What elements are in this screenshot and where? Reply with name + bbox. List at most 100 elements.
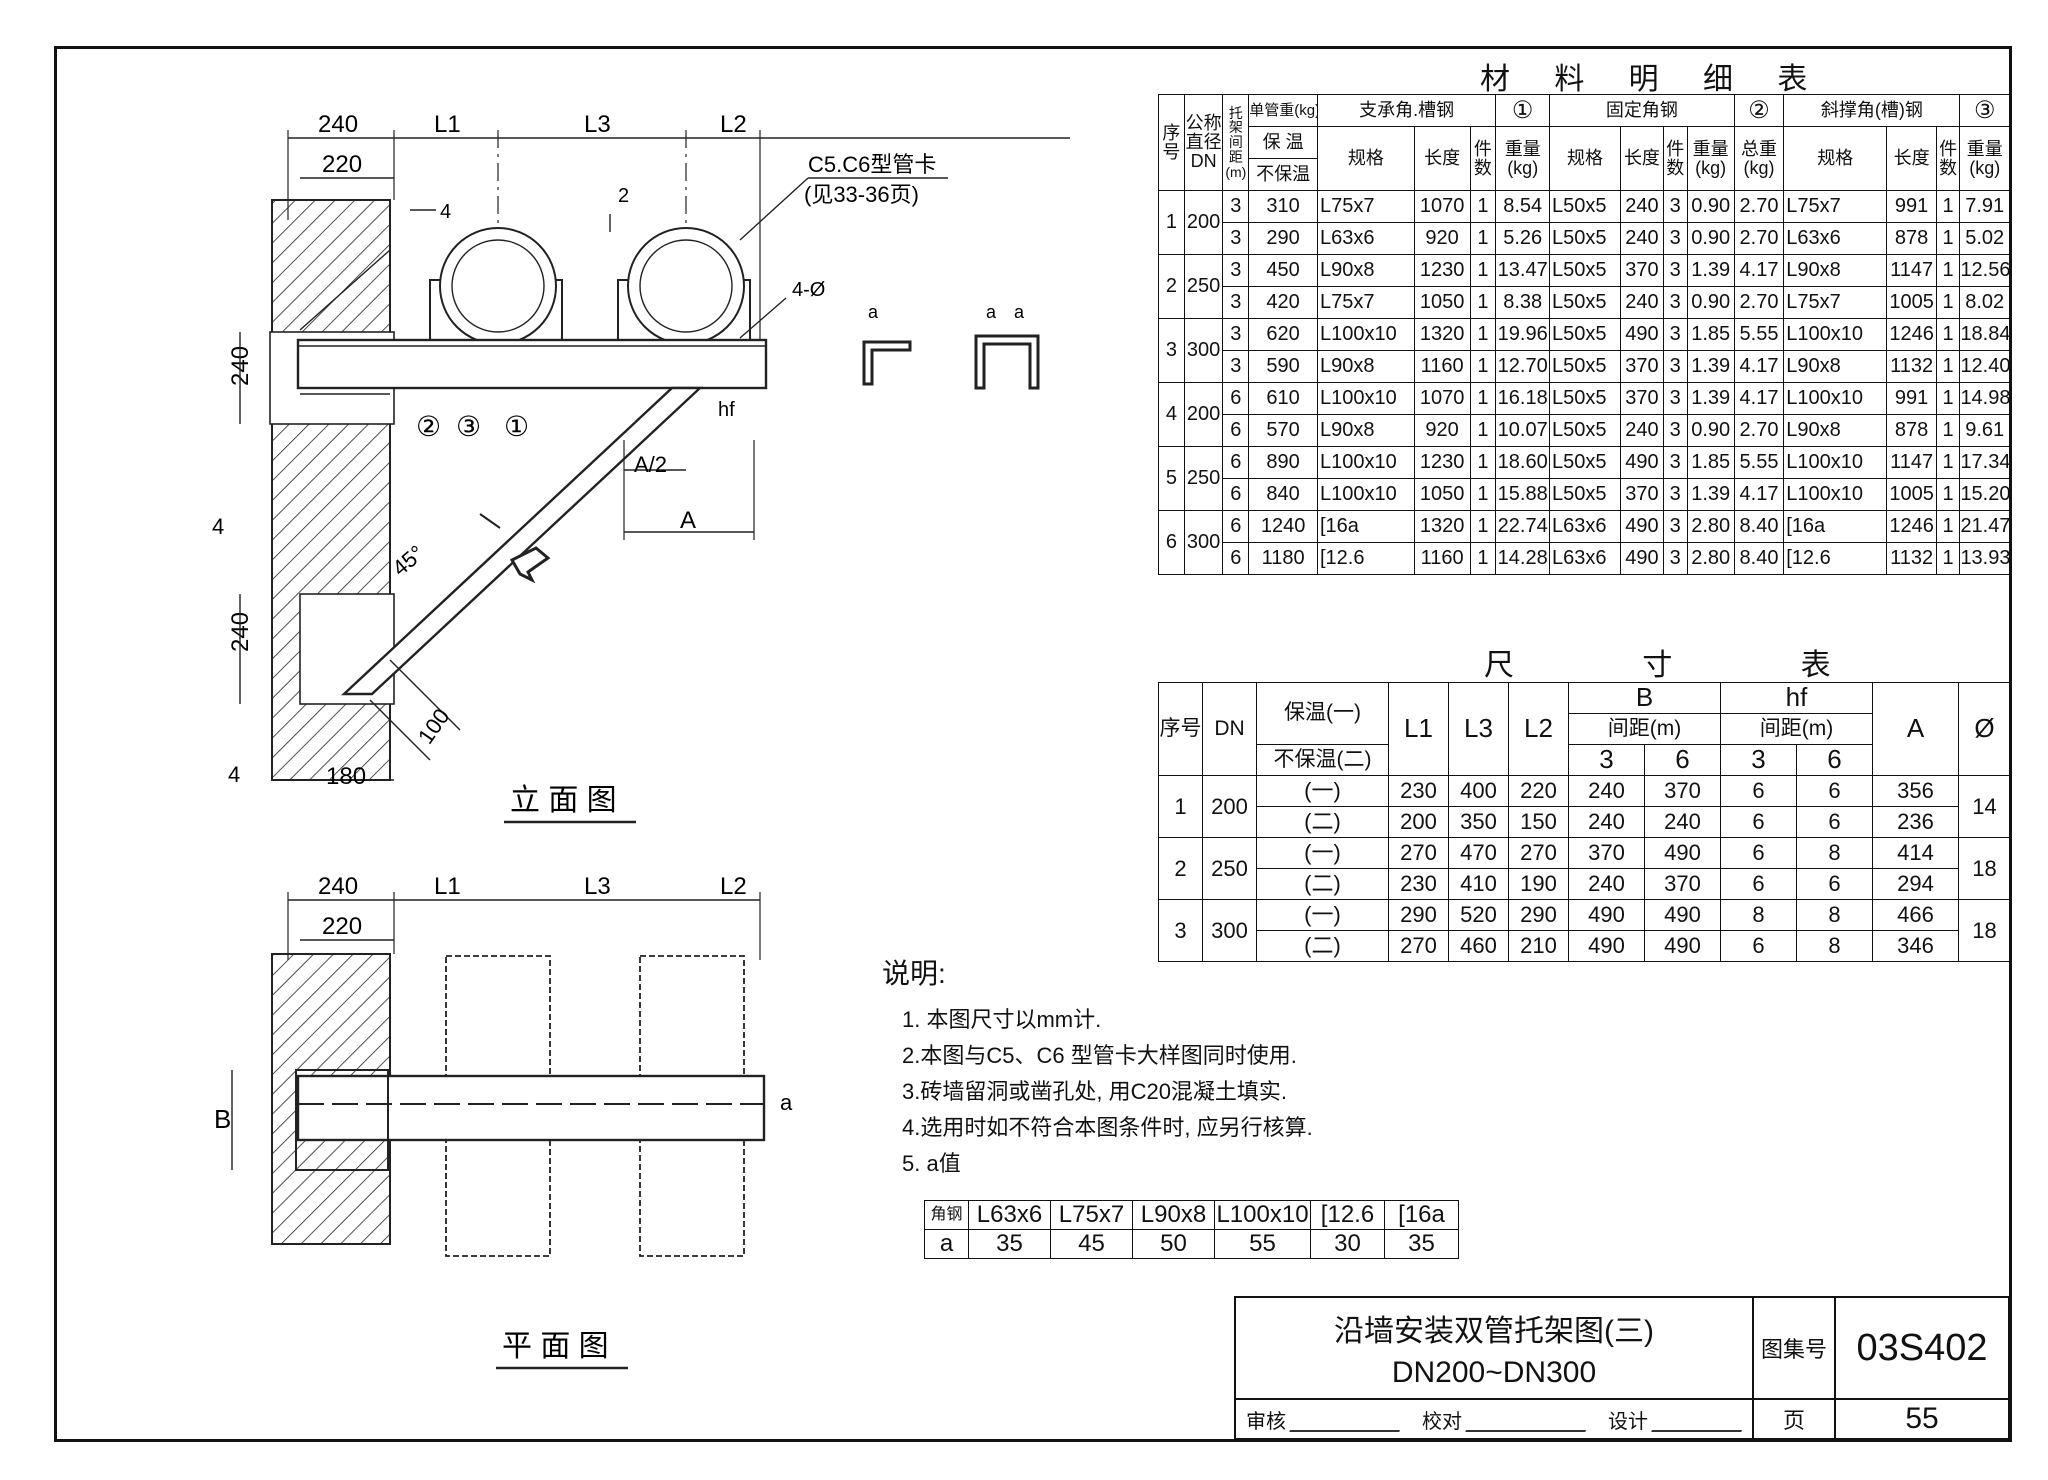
dim-head-hf: hf [1720,682,1873,714]
material-cell: 1 [1935,222,1961,255]
material-cell: 200 [1183,382,1224,447]
a-spec-2: L75x7 [1050,1200,1133,1230]
dimension-cell: 490 [1644,930,1721,962]
channel-profile-icon [974,334,1040,390]
dimension-cell: 2 [1158,837,1203,900]
mat-head-insulated: 保 温 [1248,126,1318,159]
material-cell: 3 [1662,478,1688,511]
elev-dim-240-top: 240 [318,111,358,138]
signature-row: 审核 校对 设计 [1234,1398,1754,1440]
material-cell: 1 [1469,446,1497,479]
dim-head-b-6: 6 [1644,744,1721,776]
material-cell: L90x8 [1316,414,1415,447]
plan-view: 240 220 L1 L3 L2 B a 平 面 图 [214,873,793,1370]
material-cell: 0.90 [1686,286,1735,319]
dimension-cell: 410 [1448,868,1509,900]
a-spec-6: [16a [1384,1200,1459,1230]
material-cell: 300 [1183,510,1224,575]
material-cell: 1 [1935,286,1961,319]
material-cell: 4.17 [1733,254,1785,287]
material-cell: 570 [1248,414,1318,447]
page-number: 55 [1834,1398,2010,1440]
material-cell: L50x5 [1549,222,1621,255]
material-cell: 3 [1222,318,1250,351]
material-cell: L90x8 [1316,350,1415,383]
material-cell: 13.47 [1495,254,1551,287]
mat-head-group2: 固定角钢 [1549,94,1735,127]
material-cell: 8.38 [1495,286,1551,319]
material-cell: 4.17 [1733,350,1785,383]
dimension-cell: 490 [1568,899,1645,931]
material-cell: 6 [1222,414,1250,447]
material-cell: 490 [1619,542,1664,575]
mat-head-group3: 斜撑角(槽)钢 [1783,94,1961,127]
mat-head-group3-no: ③ [1959,94,2010,127]
dim-head-l3: L3 [1448,682,1509,776]
a-row-label: a [924,1229,969,1259]
drawing-subtitle: DN200~DN300 [1391,1356,1597,1389]
material-cell: 1.39 [1686,350,1735,383]
material-cell: L50x5 [1549,382,1621,415]
dim-a-half: A/2 [634,452,667,477]
material-cell: L63x6 [1783,222,1888,255]
dimension-cell: 250 [1202,837,1257,900]
review-label: 审核 [1246,1410,1286,1433]
dimension-cell: 6 [1720,806,1797,838]
a-spec-5: [12.6 [1310,1200,1385,1230]
material-cell: 3 [1662,414,1688,447]
material-cell: 5.55 [1733,318,1785,351]
material-cell: 1 [1158,190,1185,255]
channel-section-icon [509,546,551,584]
plan-beam [296,1074,766,1142]
mat-head-spec-2: 规格 [1549,126,1621,191]
a-value-4: 55 [1214,1229,1311,1259]
material-cell: 3 [1222,254,1250,287]
material-cell: 840 [1248,478,1318,511]
weld-4-a: 4 [212,514,224,539]
plan-caption: 平 面 图 [502,1330,609,1363]
material-cell: 1 [1935,542,1961,575]
dimension-cell: 490 [1644,837,1721,869]
material-cell: [12.6 [1316,542,1415,575]
dimension-cell: 6 [1720,868,1797,900]
drawing-title: 沿墙安装双管托架图(三) [1334,1315,1654,1348]
material-cell: L90x8 [1783,414,1888,447]
mat-head-length-3: 长度 [1886,126,1937,191]
a-value-6: 35 [1384,1229,1459,1259]
material-cell: 3 [1222,222,1250,255]
material-cell: L100x10 [1316,446,1415,479]
dimension-cell: 490 [1644,899,1721,931]
material-cell: [16a [1783,510,1888,543]
notes: 说明: 1. 本图尺寸以mm计. 2.本图与C5、C6 型管卡大样图同时使用. … [882,956,1313,1182]
material-cell: 16.18 [1495,382,1551,415]
angle-45: 45° [387,540,429,581]
material-cell: 5.26 [1495,222,1551,255]
material-cell: 1147 [1886,254,1937,287]
dimension-cell: 270 [1388,837,1449,869]
dim-head-hf-3: 3 [1720,744,1797,776]
material-cell: 1005 [1886,286,1937,319]
material-cell: 1320 [1413,318,1471,351]
material-cell: 12.56 [1959,254,2010,287]
dimension-cell: (二) [1256,868,1389,900]
material-cell: L100x10 [1783,382,1888,415]
material-cell: 1246 [1886,318,1937,351]
material-cell: 2.80 [1686,510,1735,543]
material-cell: 370 [1619,254,1664,287]
material-cell: 3 [1662,254,1688,287]
dimension-cell: 400 [1448,775,1509,807]
material-cell: L50x5 [1549,478,1621,511]
title-block: 沿墙安装双管托架图(三) DN200~DN300 图集号 03S402 审核 校… [1234,1296,2010,1440]
material-cell: 250 [1183,446,1224,511]
material-cell: 3 [1662,542,1688,575]
material-cell: 3 [1158,318,1185,383]
material-cell: 1 [1935,446,1961,479]
dim-head-l1: L1 [1388,682,1449,776]
mat-head-group2-no: ② [1733,94,1785,127]
support-beam [296,338,768,390]
material-cell: 920 [1413,414,1471,447]
mat-head-group1-no: ① [1495,94,1551,127]
